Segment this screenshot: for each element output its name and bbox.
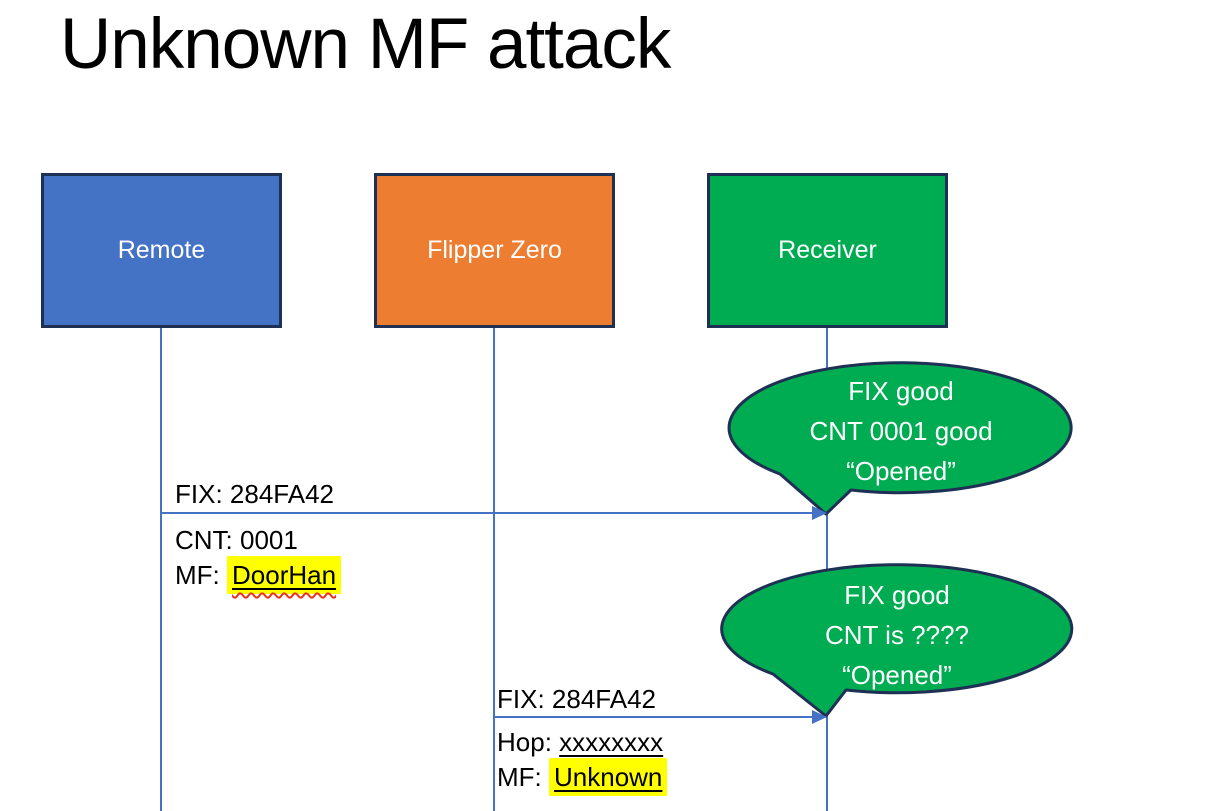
bubble-2-line-1: FIX good <box>844 580 950 610</box>
message-2-label-fix: FIX: 284FA42 <box>497 684 656 714</box>
message-1-label-mf: MF: DoorHan <box>175 556 342 594</box>
speech-bubble-2-text: FIX good CNT is ???? “Opened” <box>726 575 1068 695</box>
bubble-2-line-2: CNT is ???? <box>824 620 970 650</box>
bubble-1-line-1: FIX good <box>848 376 954 406</box>
message-1-arrow-line <box>161 512 813 514</box>
message-2-label-mf: MF: Unknown <box>497 758 668 796</box>
message-1-arrowhead-icon <box>812 506 827 520</box>
speech-bubble-2-shape <box>720 563 1074 718</box>
underlined-value: xxxxxxxx <box>559 727 664 757</box>
bubble-1-line-3: “Opened” <box>846 456 956 486</box>
actor-label-flipper-zero: Flipper Zero <box>427 236 562 264</box>
speech-bubble-1-text: FIX good CNT 0001 good “Opened” <box>730 371 1072 491</box>
bubble-1-line-2: CNT 0001 good <box>809 416 993 446</box>
highlighted-value: DoorHan <box>227 556 342 594</box>
actor-label-remote: Remote <box>117 236 206 264</box>
message-2-arrow-line <box>494 716 813 718</box>
speech-bubble-1-shape <box>727 361 1073 516</box>
message-1-label-cnt: CNT: 0001 <box>175 525 298 555</box>
lifeline-remote <box>160 328 162 811</box>
lifeline-flipper <box>493 328 495 811</box>
bubble-2-line-3: “Opened” <box>842 660 952 690</box>
message-2-arrowhead-icon <box>812 710 827 724</box>
message-1-label-fix: FIX: 284FA42 <box>175 479 334 509</box>
actor-box-remote: Remote <box>41 173 282 328</box>
actor-label-receiver: Receiver <box>778 236 877 264</box>
message-2-label-hop: Hop: xxxxxxxx <box>497 727 664 757</box>
slide-title: Unknown MF attack <box>60 5 671 84</box>
highlighted-value: Unknown <box>549 758 668 796</box>
actor-box-receiver: Receiver <box>707 173 948 328</box>
actor-box-flipper-zero: Flipper Zero <box>374 173 615 328</box>
